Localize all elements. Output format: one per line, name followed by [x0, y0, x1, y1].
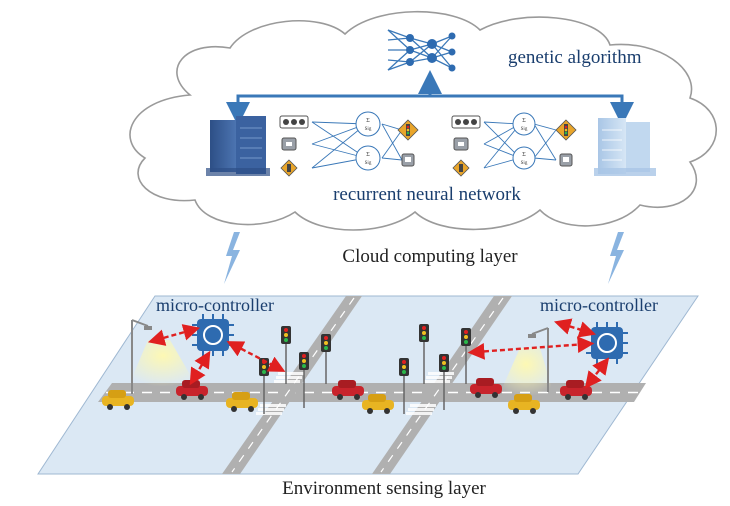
car-red — [332, 380, 364, 400]
traffic-light — [399, 358, 409, 414]
car-yellow — [508, 394, 540, 414]
svg-text:Σ: Σ — [522, 118, 526, 124]
svg-text:Σ: Σ — [522, 152, 526, 158]
cloud-layer-label: Cloud computing layer — [342, 246, 518, 267]
controller-links — [147, 318, 610, 389]
traffic-light — [299, 352, 309, 408]
cars — [102, 378, 592, 414]
traffic-input-icons — [279, 115, 309, 177]
car-red — [176, 380, 208, 400]
wireless-bolt-icon-right — [608, 232, 624, 284]
cloud-shape — [129, 10, 717, 231]
traffic-light — [439, 354, 449, 410]
server-right-icon — [594, 118, 656, 176]
rnn-block-left: Σ Sig Σ Sig — [279, 111, 419, 177]
rnn-label: recurrent neural network — [333, 184, 521, 205]
traffic-light — [321, 334, 331, 384]
wireless-bolt-icon-left — [224, 232, 240, 284]
svg-text:Σ: Σ — [366, 152, 370, 158]
car-red — [560, 380, 592, 400]
genetic-algorithm-label: genetic algorithm — [508, 47, 642, 68]
car-red — [470, 378, 502, 398]
rnn-block-right: Σ Sig Σ Sig — [451, 112, 577, 177]
micro-controller-chip-right — [586, 322, 628, 364]
car-yellow — [362, 394, 394, 414]
server-left-icon — [206, 116, 270, 176]
cloud-connector-arrows — [226, 70, 634, 126]
car-yellow — [102, 390, 134, 410]
traffic-light — [281, 326, 291, 384]
traffic-output-icons — [397, 119, 419, 167]
genetic-network-nodes — [406, 32, 456, 72]
traffic-lights — [259, 324, 471, 414]
micro-controller-left-label: micro-controller — [156, 295, 274, 315]
micro-controller-chip-left — [192, 314, 234, 356]
svg-text:Sig: Sig — [365, 161, 372, 166]
car-yellow — [226, 392, 258, 412]
svg-text:Σ: Σ — [366, 118, 370, 124]
traffic-light — [419, 324, 429, 384]
micro-controller-right-label: micro-controller — [540, 295, 658, 315]
svg-text:Sig: Sig — [521, 127, 528, 132]
svg-text:Sig: Sig — [365, 127, 372, 132]
environment-layer-label: Environment sensing layer — [282, 478, 486, 499]
svg-text:Sig: Sig — [521, 161, 528, 166]
